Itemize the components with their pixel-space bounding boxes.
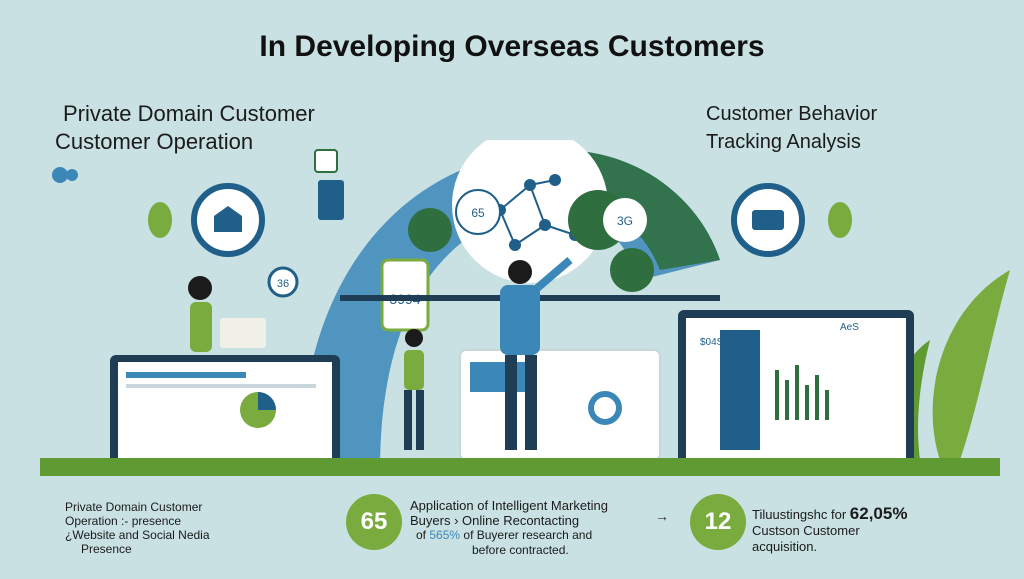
bottom-col2: Application of Intelligent Marketing Buy… xyxy=(410,498,680,558)
person-small xyxy=(404,329,424,450)
bottom-col1-line3: ¿Website and Social Nedia xyxy=(65,528,210,542)
bubble-left xyxy=(455,189,501,235)
bottom-col2-line3c: of Buyerer research and xyxy=(463,528,593,542)
bottom-col3-line1a: Tiluustingshc for xyxy=(752,507,847,522)
person-woman xyxy=(188,276,266,352)
phone-icon-small xyxy=(318,180,344,220)
bubble-small xyxy=(267,266,299,298)
bubble-right-inner xyxy=(603,198,647,242)
bottom-col3-line3: acquisition. xyxy=(752,539,818,554)
bubble-right-text: 3G xyxy=(617,214,633,228)
badge-65: 65 xyxy=(346,494,402,550)
leaf-icon-right xyxy=(828,202,852,238)
bubble-green-small xyxy=(610,248,654,292)
bottom-col2-line3a: of xyxy=(416,528,427,542)
plant-right xyxy=(932,270,1010,460)
bottom-col2-line2: Buyers › Online Recontacting xyxy=(410,513,580,528)
network-circle xyxy=(452,140,608,283)
right-monitor-label: $04S xyxy=(700,337,724,348)
right-monitor-label2: AeS xyxy=(840,322,859,333)
bottom-col3-pct: 62,05% xyxy=(849,504,908,523)
bottom-col2-line3b: 565% xyxy=(429,528,461,542)
bottom-col1-line1: Private Domain Customer xyxy=(65,500,203,514)
home-icon-small xyxy=(314,149,338,173)
page-title: In Developing Overseas Customers xyxy=(259,30,765,63)
bubble-people xyxy=(408,208,452,252)
bubble-small-text: 36 xyxy=(277,278,289,290)
bottom-col2-line1: Application of Intelligent Marketing xyxy=(410,498,609,513)
illustration-scene: 65 3G 3994 36 $04S AeS xyxy=(40,140,1010,476)
leaf-icon xyxy=(148,202,172,238)
dot-icon xyxy=(52,167,68,183)
bottom-col1-line2: Operation :- presence xyxy=(65,514,182,528)
bottom-col2-line4: before contracted. xyxy=(472,543,569,557)
bottom-col1-line4: Presence xyxy=(81,542,132,556)
bottom-col3: Tiluustingshc for 62,05% Custson Custome… xyxy=(752,504,992,555)
left-heading-line2: Customer Operation xyxy=(55,129,254,154)
right-heading-line1: Customer Behavior xyxy=(706,103,878,125)
arrow-icon: → xyxy=(655,508,669,524)
right-heading-line2: Tracking Analysis xyxy=(706,131,861,153)
right-heading: Customer Behavior Tracking Analysis xyxy=(706,100,986,156)
bottom-col1: Private Domain Customer Operation :- pre… xyxy=(65,500,305,556)
bottom-col3-line2: Custson Customer xyxy=(752,523,860,538)
badge-12: 12 xyxy=(690,494,746,550)
person-man-pointing xyxy=(500,256,573,450)
left-heading: Private Domain Customer Customer Operati… xyxy=(55,100,375,156)
left-heading-line1: Private Domain Customer xyxy=(63,101,315,126)
bubble-left-text: 65 xyxy=(471,206,485,220)
ground-strip xyxy=(40,458,1000,476)
